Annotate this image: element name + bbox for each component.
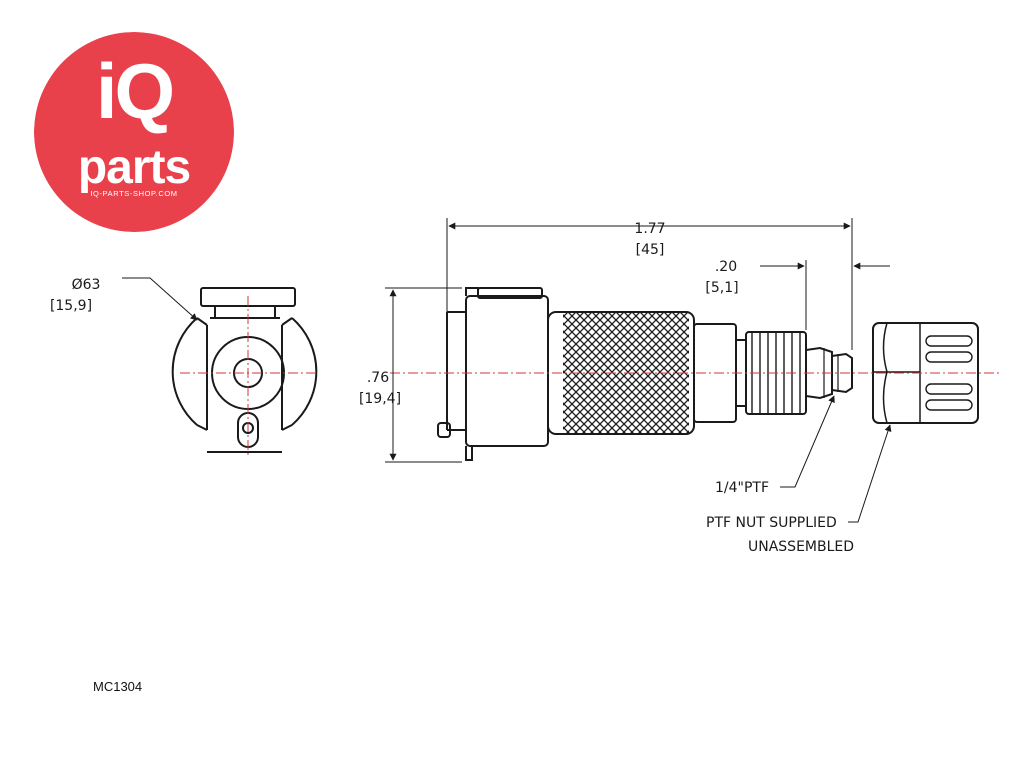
diameter-label: Ø63 [72, 277, 101, 293]
logo-brand-top: iQ [95, 47, 175, 135]
length-dimension [446, 218, 853, 350]
logo-disc [34, 32, 234, 232]
logo-brand-bottom: parts [77, 141, 191, 194]
nut-callout-leader [848, 424, 892, 523]
end-view-wall-joins [196, 317, 293, 431]
coupling-body [465, 295, 549, 447]
nut-callout-line1: PTF NUT SUPPLIED [706, 515, 837, 531]
thread-length-label: .20 [715, 259, 737, 275]
coupling-latch-bottom [465, 446, 473, 461]
length-label: 1.77 [634, 221, 665, 237]
thread-callout-leader [780, 395, 835, 488]
part-number: MC1304 [93, 679, 143, 694]
thread-length-mm-label: [5,1] [705, 280, 738, 296]
coupling-latch-bar [477, 287, 543, 299]
iq-parts-logo: iQ parts IQ-PARTS-SHOP.COM [34, 32, 234, 232]
diameter-mm-label: [15,9] [50, 298, 92, 314]
side-view [437, 287, 979, 461]
thread-length-dimension [760, 260, 890, 330]
height-mm-label: [19,4] [359, 391, 401, 407]
nut-callout-line2: UNASSEMBLED [748, 539, 854, 555]
ptf-nut-hex-curve [882, 322, 888, 424]
diameter-leader [122, 277, 198, 321]
length-mm-label: [45] [636, 242, 665, 258]
end-view-centerlines [180, 296, 318, 455]
end-view-inner-walls [206, 325, 283, 430]
coupling-front-edges [447, 311, 466, 431]
thread-callout: 1/4"PTF [715, 480, 769, 496]
coupling-latch-top [465, 287, 479, 296]
end-view-left-arc [171, 317, 198, 426]
end-view-right-arc [291, 317, 318, 426]
end-view-tab-neck [210, 306, 280, 319]
height-dimension [385, 287, 462, 463]
barb-tip [831, 352, 853, 394]
end-view [171, 287, 318, 453]
coupling-latch-knob [437, 422, 451, 438]
ptf-nut-grip-ribs [925, 335, 973, 411]
logo-url: IQ-PARTS-SHOP.COM [90, 189, 178, 198]
height-label: .76 [367, 370, 389, 386]
